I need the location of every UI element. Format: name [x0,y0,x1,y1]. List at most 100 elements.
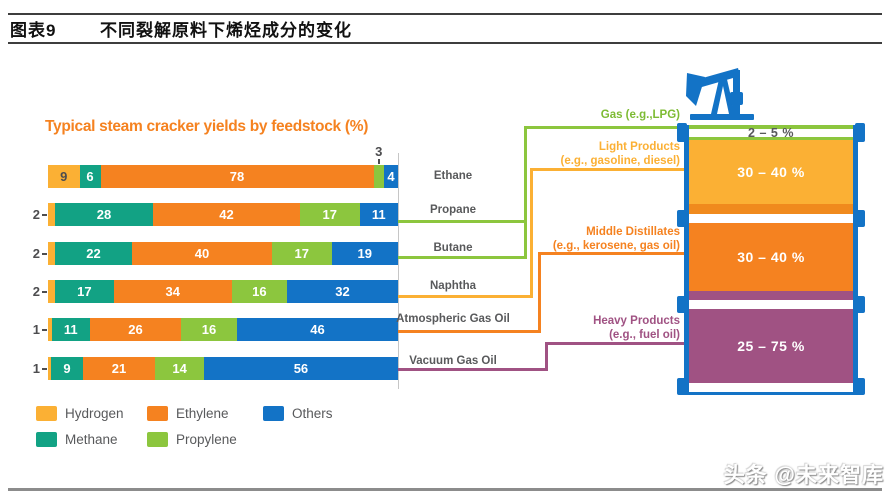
bar-segment-propylene: 17 [272,242,332,265]
legend-label: Methane [65,432,118,447]
oil-barrel: 2 – 5 % 30 – 40 % 30 – 40 % 25 – 75 % [677,123,865,395]
product-name: Heavy Products [593,315,680,327]
feedstock-label-naphtha: Naphtha [430,280,476,292]
bar-segment-propylene: 14 [155,357,204,380]
bar-segment-methane: 22 [55,242,132,265]
figure-tag: 图表9 [10,21,57,40]
barrel-shade-strip [689,291,853,300]
hydrogen-value-label: 1 [32,322,40,337]
bar-segment-others: 56 [203,357,398,380]
bar-segment-hydrogen [48,357,52,380]
hydrogen-value-label: 1 [32,361,40,376]
connector-middle-to-barrel [538,252,689,255]
bar-segment-methane: 6 [79,165,101,188]
connector-heavy-to-barrel [545,342,689,345]
barrel-rim-tab [677,123,687,142]
bar-segment-others: 19 [331,242,398,265]
product-example: (e.g., gasoline, diesel) [560,154,680,167]
connector-light-vertical [530,168,533,298]
barrel-rim-tab [855,123,865,142]
legend-label: Others [292,406,333,421]
legend-swatch-methane [36,432,57,447]
legend-item-ethylene: Ethylene [147,406,229,421]
barrel-segment-middle-distillates: 30 – 40 % [689,223,853,291]
connector-gas-vertical [524,126,527,259]
bottom-rule [8,488,882,491]
feedstock-label-atmospheric-gas-oil: Atmospheric Gas Oil [396,313,510,325]
bar-segment-propylene: 17 [300,203,360,226]
legend-swatch-ethylene [147,406,168,421]
legend-swatch-propylene [147,432,168,447]
barrel-rim-tab [855,296,865,313]
bar-segment-ethylene: 26 [90,318,181,341]
barrel-segment-gas: 2 – 5 % [689,125,853,140]
barrel-segment-light-products: 30 – 40 % [689,140,853,204]
barrel-rim-tab [677,296,687,313]
product-label-middle: Middle Distillates (e.g., kerosene, gas … [478,226,680,253]
bar-segment-methane: 17 [54,280,114,303]
connector-light-to-barrel [530,168,689,171]
bar-segment-others: 11 [359,203,398,226]
bar-segment-others: 4 [384,165,398,188]
bar-segment-ethylene: 78 [100,165,374,188]
bar-segment-ethylene: 42 [153,203,300,226]
barrel-rim-tab [677,378,687,395]
hydrogen-value-label: 2 [32,207,40,222]
feedstock-label-vacuum-gas-oil: Vacuum Gas Oil [409,355,497,367]
product-label-gas: Gas (e.g.,LPG) [478,109,680,123]
barrel-ring [689,214,853,223]
tick-mark [377,159,380,164]
legend-label: Hydrogen [65,406,124,421]
bar-segment-methane: 28 [55,203,153,226]
hydrogen-value-label: 2 [32,284,40,299]
barrel-rim-tab [677,210,687,227]
watermark: 头条 @未来智库 [723,464,884,487]
chart-right-axis-line [398,153,399,389]
bar-segment-ethylene: 21 [82,357,156,380]
product-name: Middle Distillates [586,226,680,238]
legend-item-propylene: Propylene [147,432,237,447]
product-name: Light Products [598,141,680,153]
barrel-shade-strip [689,204,853,214]
bar-segment-ethylene: 34 [113,280,232,303]
barrel-ring [689,383,853,392]
feedstock-label-butane: Butane [433,242,473,254]
bar-segment-methane: 9 [51,357,83,380]
product-example: (e.g., fuel oil) [609,328,680,341]
product-label-light: Light Products (e.g., gasoline, diesel) [478,141,680,168]
connector-vgo-heavy [398,368,548,371]
connector-ago-middle [398,330,541,333]
connector-heavy-vertical [545,342,548,371]
hydrogen-value-label: 2 [32,246,40,261]
tick-mark [42,214,47,216]
connector-naphtha-light [398,295,533,298]
legend-label: Propylene [176,432,237,447]
connector-gas-to-barrel [524,126,689,129]
tick-mark [42,291,47,293]
legend-item-methane: Methane [36,432,118,447]
product-example: (e.g., kerosene, gas oil) [552,239,680,252]
legend-label: Ethylene [176,406,229,421]
feedstock-label-ethane: Ethane [433,170,473,182]
propylene-value-label: 3 [375,144,383,159]
bar-segment-hydrogen [48,203,55,226]
barrel-rim-tab [855,378,865,395]
product-name: Gas (e.g.,LPG) [600,109,680,121]
bar-segment-propylene: 16 [181,318,237,341]
bar-segment-hydrogen [48,318,52,341]
tick-mark [42,253,47,255]
legend-swatch-hydrogen [36,406,57,421]
bar-segment-propylene: 16 [231,280,288,303]
bar-segment-others: 46 [237,318,398,341]
tick-mark [42,329,47,331]
legend-item-hydrogen: Hydrogen [36,406,124,421]
bar-segment-ethylene: 40 [132,242,272,265]
barrel-ring [689,300,853,309]
header-bottom-rule [8,42,882,44]
